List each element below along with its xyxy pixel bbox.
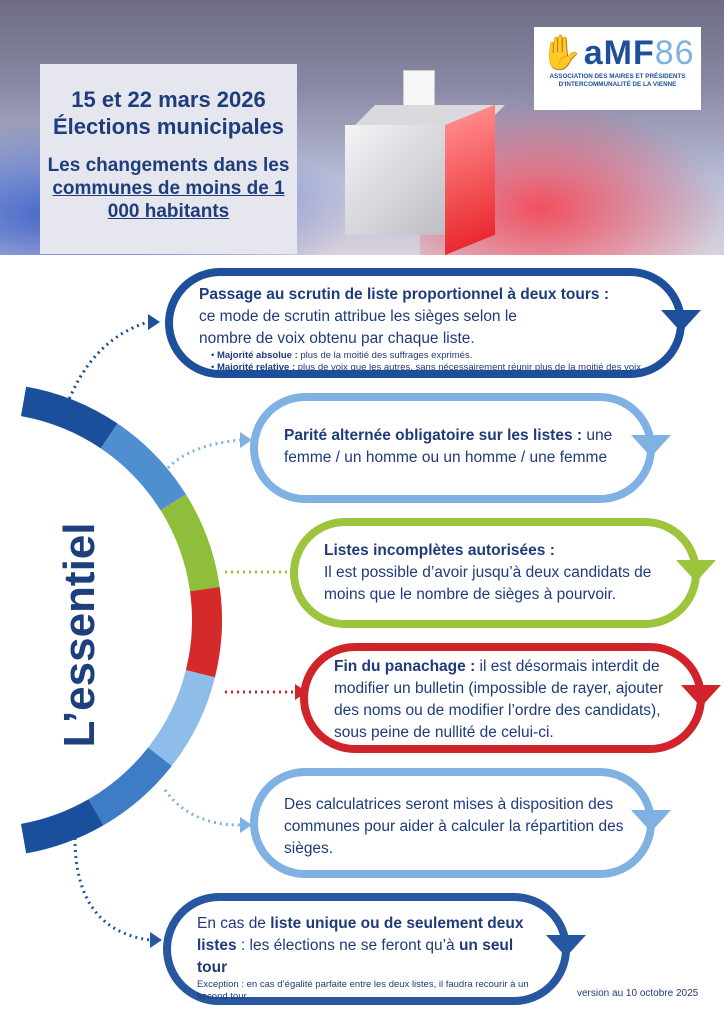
arc-segment <box>100 423 186 511</box>
subtitle-text: Les changements dans les <box>47 155 290 176</box>
dotted-connector <box>166 438 241 470</box>
amf86-logo: ✋aMF86 ASSOCIATION DES MAIRES ET PRÉSIDE… <box>534 27 701 110</box>
title-box: 15 et 22 mars 2026 Élections municipales… <box>40 64 297 254</box>
dotted-connector <box>163 789 241 827</box>
logo-line2: D'INTERCOMMUNALITÉ DE LA VIENNE <box>558 81 677 88</box>
item-text: ce mode de scrutin attribue les sièges s… <box>199 308 517 347</box>
arc-segment <box>20 386 118 449</box>
item-end-panachage: Fin du panachage : il est désormais inte… <box>300 643 721 753</box>
arrow-down-icon <box>681 685 721 707</box>
item-single-round: En cas de liste unique ou de seulement d… <box>163 893 586 1005</box>
item-text: une femme / un homme ou un homme / une f… <box>284 427 613 466</box>
arc-segment <box>185 587 222 678</box>
arrow-right-icon <box>240 817 252 833</box>
election-date: 15 et 22 mars 2026 <box>71 87 266 112</box>
ballot-box-illustration <box>345 70 505 255</box>
arrow-right-icon <box>150 932 162 948</box>
side-title: L’essentiel <box>55 522 104 748</box>
item-parity: Parité alternée obligatoire sur les list… <box>250 393 671 503</box>
dotted-connector <box>63 320 149 411</box>
item-calculators: Des calculatrices seront mises à disposi… <box>250 768 671 878</box>
item-title: Fin du panachage : <box>334 658 476 675</box>
item-text: il est désormais interdit de modifier un… <box>334 658 664 741</box>
arrow-right-icon <box>240 432 252 448</box>
bullet-absolute: • Majorité absolue : plus de la moitié d… <box>211 350 473 361</box>
arrow-right-icon <box>148 314 160 330</box>
arc-segment <box>160 494 220 592</box>
arrow-down-icon <box>631 810 671 832</box>
page-title: Élections municipales <box>52 114 285 139</box>
item-title: Passage au scrutin de liste proportionne… <box>199 286 609 303</box>
arc-segment <box>20 799 104 854</box>
item-text: Des calculatrices seront mises à disposi… <box>284 796 624 857</box>
arc-segment <box>88 747 172 826</box>
item-text: Il est possible d’avoir jusqu’à deux can… <box>324 564 652 603</box>
item-proportional-vote: Passage au scrutin de liste proportionne… <box>165 268 701 378</box>
bullet-relative: • Majorité relative : plus de voix que l… <box>211 362 641 373</box>
page-subtitle: Les changements dans les communes de moi… <box>40 154 297 223</box>
arrow-down-icon <box>676 560 716 582</box>
logo-mark: ✋aMF86 <box>540 34 695 72</box>
arrow-down-icon <box>546 935 586 957</box>
item-title: Parité alternée obligatoire sur les list… <box>284 427 583 444</box>
arrow-down-icon <box>631 435 671 457</box>
logo-line1: ASSOCIATION DES MAIRES ET PRÉSIDENTS <box>549 73 686 80</box>
item-title: Listes incomplètes autorisées : <box>324 542 555 559</box>
arc-segment <box>147 669 215 766</box>
version-note: version au 10 octobre 2025 <box>577 988 699 999</box>
ballot-box-front <box>345 125 445 235</box>
dotted-connector <box>73 837 151 942</box>
subtitle-underlined: communes de moins de 1 000 habitants <box>52 178 285 222</box>
item-incomplete-lists: Listes incomplètes autorisées : Il est p… <box>290 518 716 628</box>
exception-note: Exception : en cas d’égalité parfaite en… <box>197 979 529 1002</box>
arrow-down-icon <box>661 310 701 332</box>
